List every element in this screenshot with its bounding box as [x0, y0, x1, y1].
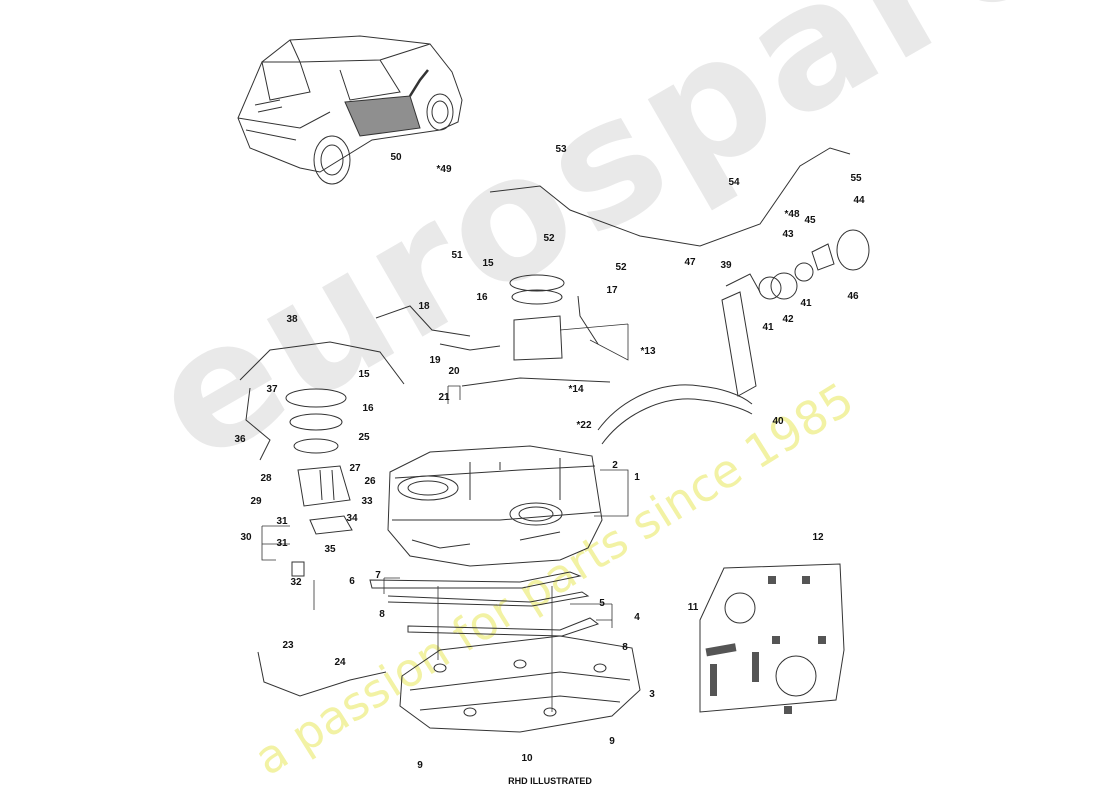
callout-28: 28 — [260, 473, 272, 484]
callout-2: 2 — [612, 460, 618, 471]
fuel-pump-upper — [509, 274, 599, 361]
callout-54: 54 — [728, 177, 740, 188]
callout-25: 25 — [358, 432, 370, 443]
callout-15-2: 15 — [358, 369, 370, 380]
callout-star-13: *13 — [640, 346, 655, 357]
callout-34: 34 — [346, 513, 358, 524]
leader-lines — [261, 323, 629, 712]
callout-41-2: 41 — [762, 322, 774, 333]
callout-51: 51 — [451, 250, 463, 261]
callout-12: 12 — [812, 532, 824, 543]
callout-16-2: 16 — [362, 403, 374, 414]
diagram-caption: RHD ILLUSTRATED — [508, 776, 592, 786]
callout-39: 39 — [720, 260, 732, 271]
callout-29: 29 — [250, 496, 262, 507]
callout-31-1: 31 — [276, 516, 288, 527]
callout-16-1: 16 — [476, 292, 488, 303]
fuel-pump-lower — [285, 388, 353, 577]
callout-19: 19 — [429, 355, 441, 366]
callout-3: 3 — [649, 689, 655, 700]
callout-star-48: *48 — [784, 209, 799, 220]
callout-55: 55 — [850, 173, 862, 184]
callout-1: 1 — [634, 472, 640, 483]
callout-21: 21 — [438, 392, 450, 403]
fuel-tank — [387, 445, 603, 567]
callout-42: 42 — [782, 314, 794, 325]
floor-panel-patches — [705, 576, 826, 714]
callout-24: 24 — [334, 657, 346, 668]
callout-31-2: 31 — [276, 538, 288, 549]
callout-7: 7 — [375, 570, 381, 581]
filler-neck — [597, 229, 870, 445]
callout-9-1: 9 — [609, 736, 615, 747]
callout-8-2: 8 — [622, 642, 628, 653]
callout-6: 6 — [349, 576, 355, 587]
callout-43: 43 — [782, 229, 794, 240]
callout-9-2: 9 — [417, 760, 423, 771]
callout-23: 23 — [282, 640, 294, 651]
callout-52-2: 52 — [615, 262, 627, 273]
callout-35: 35 — [324, 544, 336, 555]
callout-26: 26 — [364, 476, 376, 487]
callout-45: 45 — [804, 215, 816, 226]
callout-20: 20 — [448, 366, 460, 377]
callout-17: 17 — [606, 285, 618, 296]
callout-41-1: 41 — [800, 298, 812, 309]
callout-15-1: 15 — [482, 258, 494, 269]
callout-8-1: 8 — [379, 609, 385, 620]
callout-star-14: *14 — [568, 384, 583, 395]
car-illustration — [237, 35, 463, 185]
callout-18: 18 — [418, 301, 430, 312]
callout-labels: 12345678899101112*13*1415151616171819202… — [234, 144, 865, 771]
callout-30: 30 — [240, 532, 252, 543]
floor-panel-detail — [699, 563, 845, 713]
callout-40: 40 — [772, 416, 784, 427]
callout-32: 32 — [290, 577, 302, 588]
callout-36: 36 — [234, 434, 246, 445]
callout-star-49: *49 — [436, 164, 451, 175]
callout-53: 53 — [555, 144, 567, 155]
callout-10: 10 — [521, 753, 533, 764]
callout-33: 33 — [361, 496, 373, 507]
callout-5: 5 — [599, 598, 605, 609]
callout-4: 4 — [634, 612, 640, 623]
callout-37: 37 — [266, 384, 278, 395]
callout-38: 38 — [286, 314, 298, 325]
callout-11: 11 — [688, 602, 699, 613]
callout-star-22: *22 — [576, 420, 591, 431]
callout-47: 47 — [684, 257, 696, 268]
callout-52-1: 52 — [543, 233, 555, 244]
callout-46: 46 — [847, 291, 859, 302]
tank-under-guard — [399, 635, 641, 733]
fuel-lines — [239, 147, 851, 697]
tank-straps — [369, 571, 600, 637]
callout-44: 44 — [853, 195, 865, 206]
callout-50: 50 — [390, 152, 402, 163]
callout-27: 27 — [349, 463, 361, 474]
